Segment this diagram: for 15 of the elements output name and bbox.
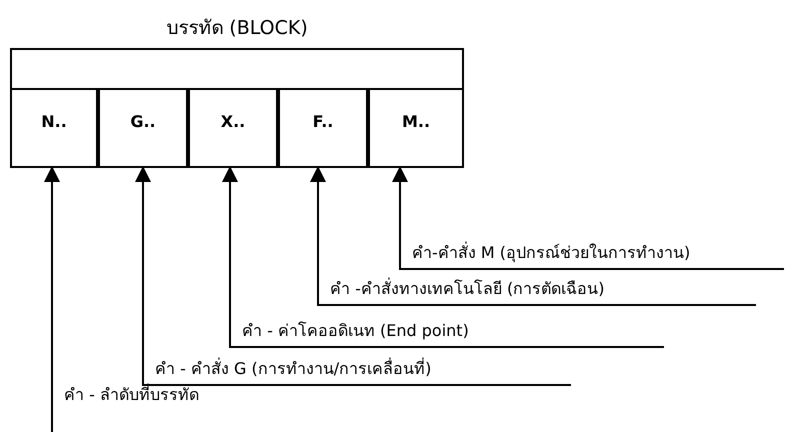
word-cell: N.. [10,88,98,168]
leader-arrow [44,166,60,432]
leader-arrow [310,166,326,306]
word-cell: X.. [188,88,278,168]
word-cell: F.. [278,88,368,168]
word-description: คำ - คำสั่ง G (การทำงาน/การเคลื่อนที่) [143,350,571,386]
block-heading: บรรทัด (BLOCK) [165,16,309,41]
word-cell: G.. [98,88,188,168]
leader-arrow [222,166,238,348]
word-description: คำ-คำสั่ง M (อุปกรณ์ช่วยในการทำงาน) [400,234,784,270]
leader-arrow [135,166,151,386]
word-description: คำ - ค่าโคออดิเนท (End point) [230,312,664,348]
word-description: คำ -คำสั่งทางเทคโนโลยี (การตัดเฉือน) [318,270,756,306]
word-cell: M.. [368,88,464,168]
leader-arrow [392,166,408,270]
